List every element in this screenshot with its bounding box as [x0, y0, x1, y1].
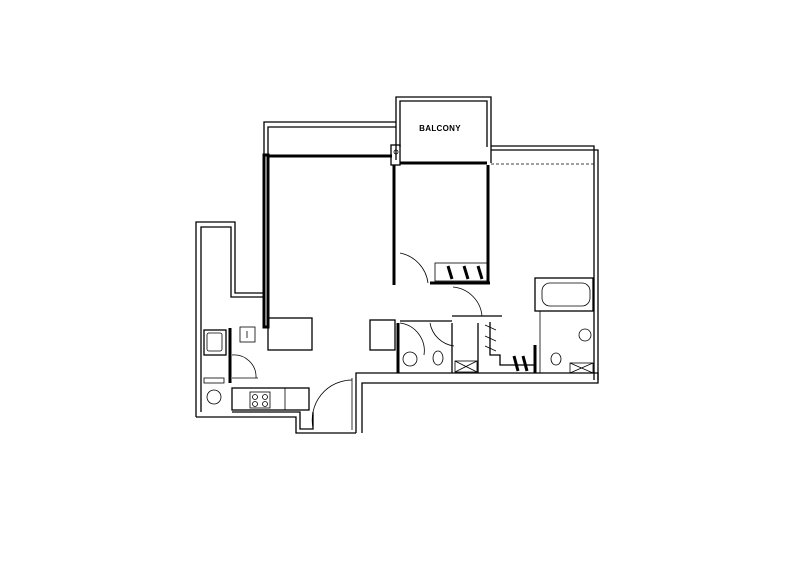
balcony-label: BALCONY [419, 124, 461, 133]
outer-walls [195, 96, 599, 434]
